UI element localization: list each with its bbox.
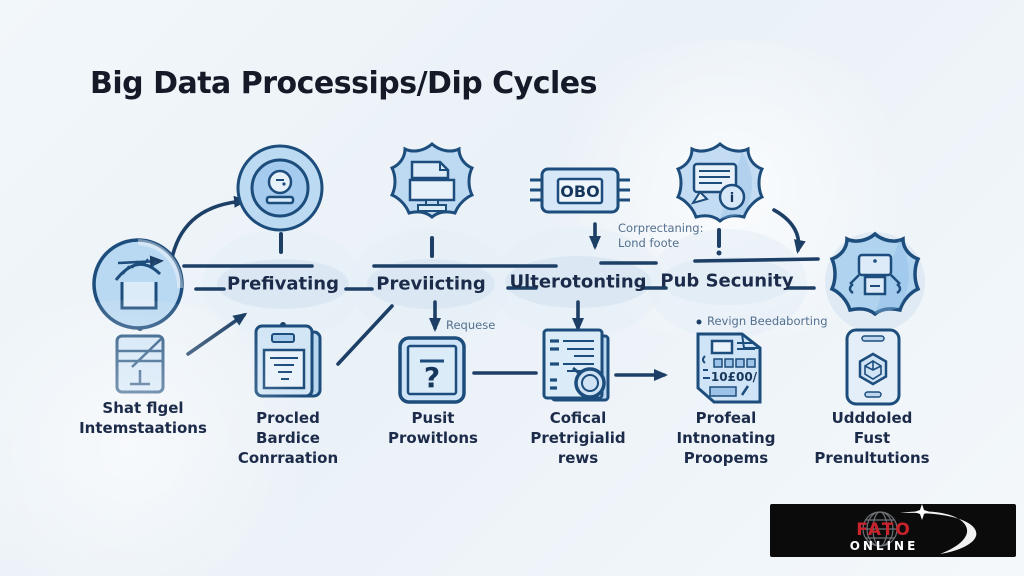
chip-note-line2: Lond foote: [618, 236, 680, 250]
caption-line: Shat flgel: [102, 399, 184, 417]
caption-line: Fust: [853, 429, 891, 447]
fato-online-logo: FATO ONLINE: [770, 504, 1016, 557]
caption-line: rews: [557, 449, 599, 467]
request-note: Requese: [446, 318, 496, 332]
caption-cofical-pretrigialid: Cofical Pretrigialid rews: [530, 408, 625, 468]
certificate-magnifier-icon: [542, 328, 610, 402]
data-card-icon: [115, 334, 165, 394]
caption-line: Profeal: [695, 409, 757, 427]
question-mark-text: ?: [424, 361, 440, 394]
caption-line: Intnonating: [676, 429, 776, 447]
chip-note: Corprectaning: Lond foote: [618, 221, 703, 251]
arrow-curved-up: [170, 195, 248, 260]
shield-robot-icon: [825, 231, 925, 332]
receipt-calculator-icon: 10£00/: [696, 332, 762, 404]
caption-line: Procled: [256, 409, 320, 427]
arrow-diagonal-up: [186, 312, 248, 356]
caption-line: Cofical: [549, 409, 607, 427]
smartphone-icon: [845, 328, 901, 406]
caption-shat-flgel: Shat flgel Intemstaations: [79, 398, 207, 438]
caption-line: Conrraation: [237, 449, 339, 467]
stage-oval-prefivating: [217, 259, 349, 309]
caption-udddoled-fust: Udddoled Fust Prenultutions: [814, 408, 929, 468]
receipt-digits-text: 10£00/: [711, 370, 758, 384]
review-note: Revign Beedaborting: [707, 314, 828, 328]
caption-line: Prenultutions: [814, 449, 930, 467]
caption-line: Bardice: [256, 429, 320, 447]
caption-line: Pusit: [411, 409, 455, 427]
info-badge-text: i: [730, 191, 734, 206]
caption-line: Intemstaations: [79, 419, 207, 437]
stage-label-previicting: Previicting: [376, 273, 486, 295]
arrow-curved-down: [772, 208, 806, 254]
documents-stack-icon: [254, 324, 322, 398]
stage-label-prefivating: Prefivating: [227, 273, 339, 295]
chip-note-line1: Corprectaning:: [618, 221, 704, 235]
obo-chip-label: OBO: [560, 182, 599, 201]
star-sparkle-icon: [914, 504, 930, 520]
globe-icon: [862, 511, 898, 547]
shield-chat-info-icon: i: [675, 142, 765, 223]
stage-label-ulterotonting: Ulterotonting: [509, 271, 647, 293]
caption-line: Proopems: [683, 449, 769, 467]
gauge-circle-icon: [236, 144, 324, 232]
caption-line: Udddoled: [831, 409, 913, 427]
caption-line: Pretrigialid: [530, 429, 626, 447]
logo-sub-text: ONLINE: [850, 539, 919, 553]
shield-document-icon: [389, 142, 475, 219]
stage-label-pub-secunity: Pub Secunity: [660, 270, 794, 292]
caption-line: Prowitlons: [388, 429, 478, 447]
question-box-icon: ?: [398, 336, 466, 404]
caption-procled-bardice: Procled Bardice Conrraation: [238, 408, 338, 468]
caption-profeal-intnonating: Profeal Intnonating Proopems: [677, 408, 776, 468]
data-ingest-circle-icon: [92, 238, 184, 330]
obo-chip-icon: OBO: [530, 167, 630, 214]
stage-oval-ulterotonting: [505, 256, 651, 308]
page-title: Big Data Processips/Dip Cycles: [90, 66, 598, 101]
logo-brand-text: FATO: [856, 520, 912, 540]
caption-pusit-prowitlons: Pusit Prowitlons: [388, 408, 478, 448]
stage-oval-previicting: [367, 259, 495, 309]
stage-oval-pub-secunity: [661, 257, 793, 305]
